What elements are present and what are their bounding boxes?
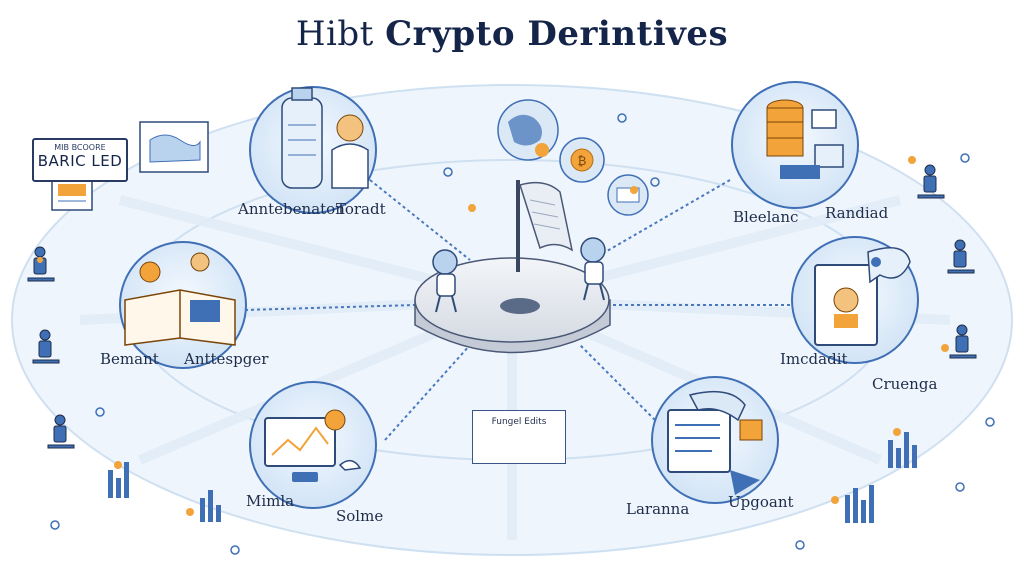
feature-circle-top-left	[249, 86, 377, 214]
mini-info-box: Fungel Edits	[472, 410, 566, 464]
label-mid-left-b: Anttespger	[184, 350, 269, 368]
label-top-right-b: Randiad	[825, 204, 889, 222]
feature-circle-mid-left	[119, 241, 247, 369]
globe-bubble-icon	[497, 99, 559, 161]
label-mid-right-a: Imcdadit	[780, 350, 848, 368]
sign-board: MIB BCOORE BARIC LED	[32, 138, 128, 182]
label-top-right-a: Bleelanc	[733, 208, 799, 226]
person-figure-icon	[27, 164, 977, 449]
label-mid-right-b: Cruenga	[872, 375, 938, 393]
label-bottom-right-a: Laranna	[626, 500, 690, 518]
feature-circle-bottom-right	[651, 376, 779, 504]
title-main: Crypto Derintives	[385, 14, 729, 54]
central-platform	[414, 257, 611, 354]
mini-box-caption: Fungel Edits	[491, 417, 547, 427]
sign-small-text: MIB BCOORE	[54, 143, 106, 152]
label-mid-left-a: Bemant	[100, 350, 159, 368]
robot-figure-left-icon	[432, 249, 458, 313]
label-bottom-left-a: Mimla	[246, 492, 295, 510]
flag-icon	[516, 180, 574, 272]
label-top-left-b: Toradt	[336, 200, 386, 218]
label-bottom-right-b: Upgoant	[728, 493, 794, 511]
bar-chart-icon	[108, 432, 917, 523]
feature-circle-mid-right	[791, 236, 919, 364]
label-top-left-a: Anntebenaton	[238, 200, 345, 218]
map-panel	[51, 121, 209, 211]
chart-bubble-icon	[607, 174, 649, 216]
feature-circle-top-right	[731, 81, 859, 209]
page-title: Hibt Crypto Derintives	[0, 14, 1024, 54]
connector-lines	[244, 179, 790, 441]
title-prefix: Hibt	[295, 14, 386, 54]
label-bottom-left-b: Solme	[336, 507, 384, 525]
feature-circle-bottom-left	[249, 381, 377, 509]
bitcoin-bubble-icon: ₿	[559, 137, 605, 183]
sparkle-icon	[37, 156, 949, 516]
sign-big-text: BARIC LED	[37, 152, 123, 170]
svg-text:₿: ₿	[578, 154, 587, 168]
robot-figure-right-icon	[580, 237, 606, 301]
